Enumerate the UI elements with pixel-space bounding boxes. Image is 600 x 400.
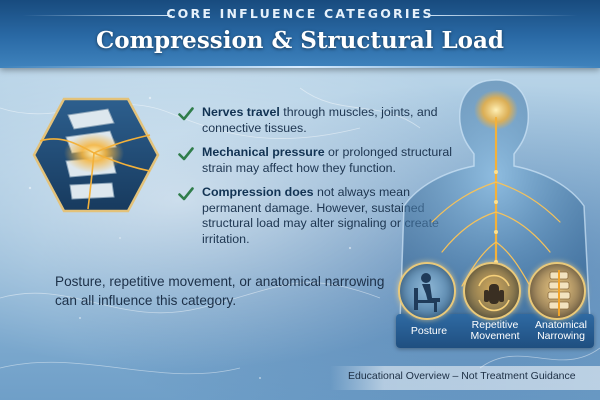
bullet-bold: Nerves travel	[202, 105, 280, 119]
footer-disclaimer: Educational Overview – Not Treatment Gui…	[348, 370, 576, 382]
footer-band	[330, 366, 600, 390]
eyebrow-heading: CORE INFLUENCE CATEGORIES	[166, 6, 434, 21]
summary-lead: Posture, repetitive movement, or anatomi…	[55, 274, 385, 289]
bullet-rest: not always mean permanent damage. Howeve…	[202, 185, 439, 246]
eyebrow-divider-right	[428, 15, 578, 16]
category-icons: Posture Repetitive Movement Anatomical N…	[396, 262, 596, 348]
eyebrow-divider-left	[22, 15, 172, 16]
posture-icon	[398, 262, 456, 320]
list-item: Nerves travel through muscles, joints, a…	[178, 105, 458, 136]
check-icon	[178, 147, 194, 161]
bullet-rest: or prolonged structural strain may affec…	[202, 145, 453, 175]
list-item: Compression does not always mean permane…	[178, 185, 458, 247]
bullet-list: Nerves travel through muscles, joints, a…	[178, 105, 458, 256]
bullet-text: Compression does not always mean permane…	[202, 185, 458, 247]
list-item: Mechanical pressure or prolonged structu…	[178, 145, 458, 176]
bullet-rest: through muscles, joints, and connective …	[202, 105, 438, 135]
summary-rest: can all influence this category.	[55, 293, 237, 308]
bullet-text: Mechanical pressure or prolonged structu…	[202, 145, 458, 176]
bullet-bold: Mechanical pressure	[202, 145, 325, 159]
header-banner: CORE INFLUENCE CATEGORIES Compression & …	[0, 0, 600, 68]
repetitive-movement-icon	[463, 262, 521, 320]
anatomical-narrowing-icon	[528, 262, 586, 320]
category-label-repetitive-movement: Repetitive Movement	[470, 319, 520, 342]
check-icon	[178, 187, 194, 201]
body-nerve-icon	[399, 79, 591, 322]
summary-text: Posture, repetitive movement, or anatomi…	[55, 272, 405, 310]
page-title: Compression & Structural Load	[96, 27, 504, 54]
spine-icon	[32, 97, 160, 213]
bullet-text: Nerves travel through muscles, joints, a…	[202, 105, 458, 136]
bullet-bold: Compression does	[202, 185, 314, 199]
category-label-anatomical-narrowing: Anatomical Narrowing	[535, 319, 587, 342]
check-icon	[178, 107, 194, 121]
category-label-posture: Posture	[410, 325, 448, 337]
